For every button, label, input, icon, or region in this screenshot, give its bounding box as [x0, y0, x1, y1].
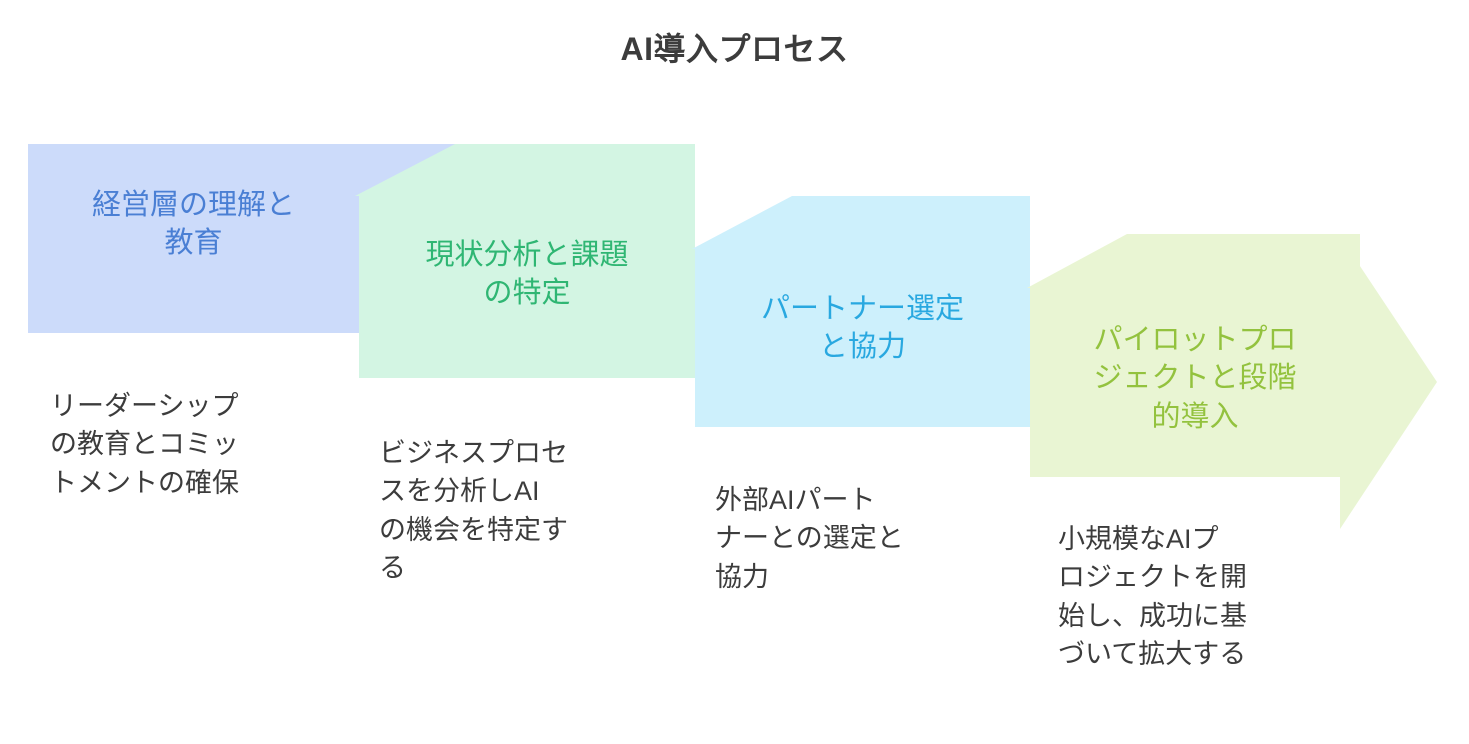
stage-2-label: 現状分析と課題 の特定 — [425, 239, 629, 310]
stage-4-arrow-shape — [1027, 234, 1460, 529]
stage-1-label: 経営層の理解と 教育 — [91, 189, 295, 260]
stage-1-description: リーダーシップ の教育とコミッ トメントの確保 — [50, 391, 239, 498]
stage-4-description: 小規模なAIプ ロジェクトを開 始し、成功に基 づいて拡大する — [1058, 524, 1247, 669]
stage-3-label: パートナー選定 と協力 — [760, 293, 964, 364]
stage-2-chevron-shape — [355, 144, 799, 381]
stage-3-description: 外部AIパート ナーとの選定と 協力 — [715, 485, 904, 592]
page-title: AI導入プロセス — [620, 31, 849, 67]
stage-2-description: ビジネスプロセ スを分析しAI の機会を特定す る — [379, 438, 568, 583]
stage-3-chevron-shape — [692, 196, 1135, 431]
stage-4-label: パイロットプロ ジェクトと段階 的導入 — [1093, 324, 1297, 433]
